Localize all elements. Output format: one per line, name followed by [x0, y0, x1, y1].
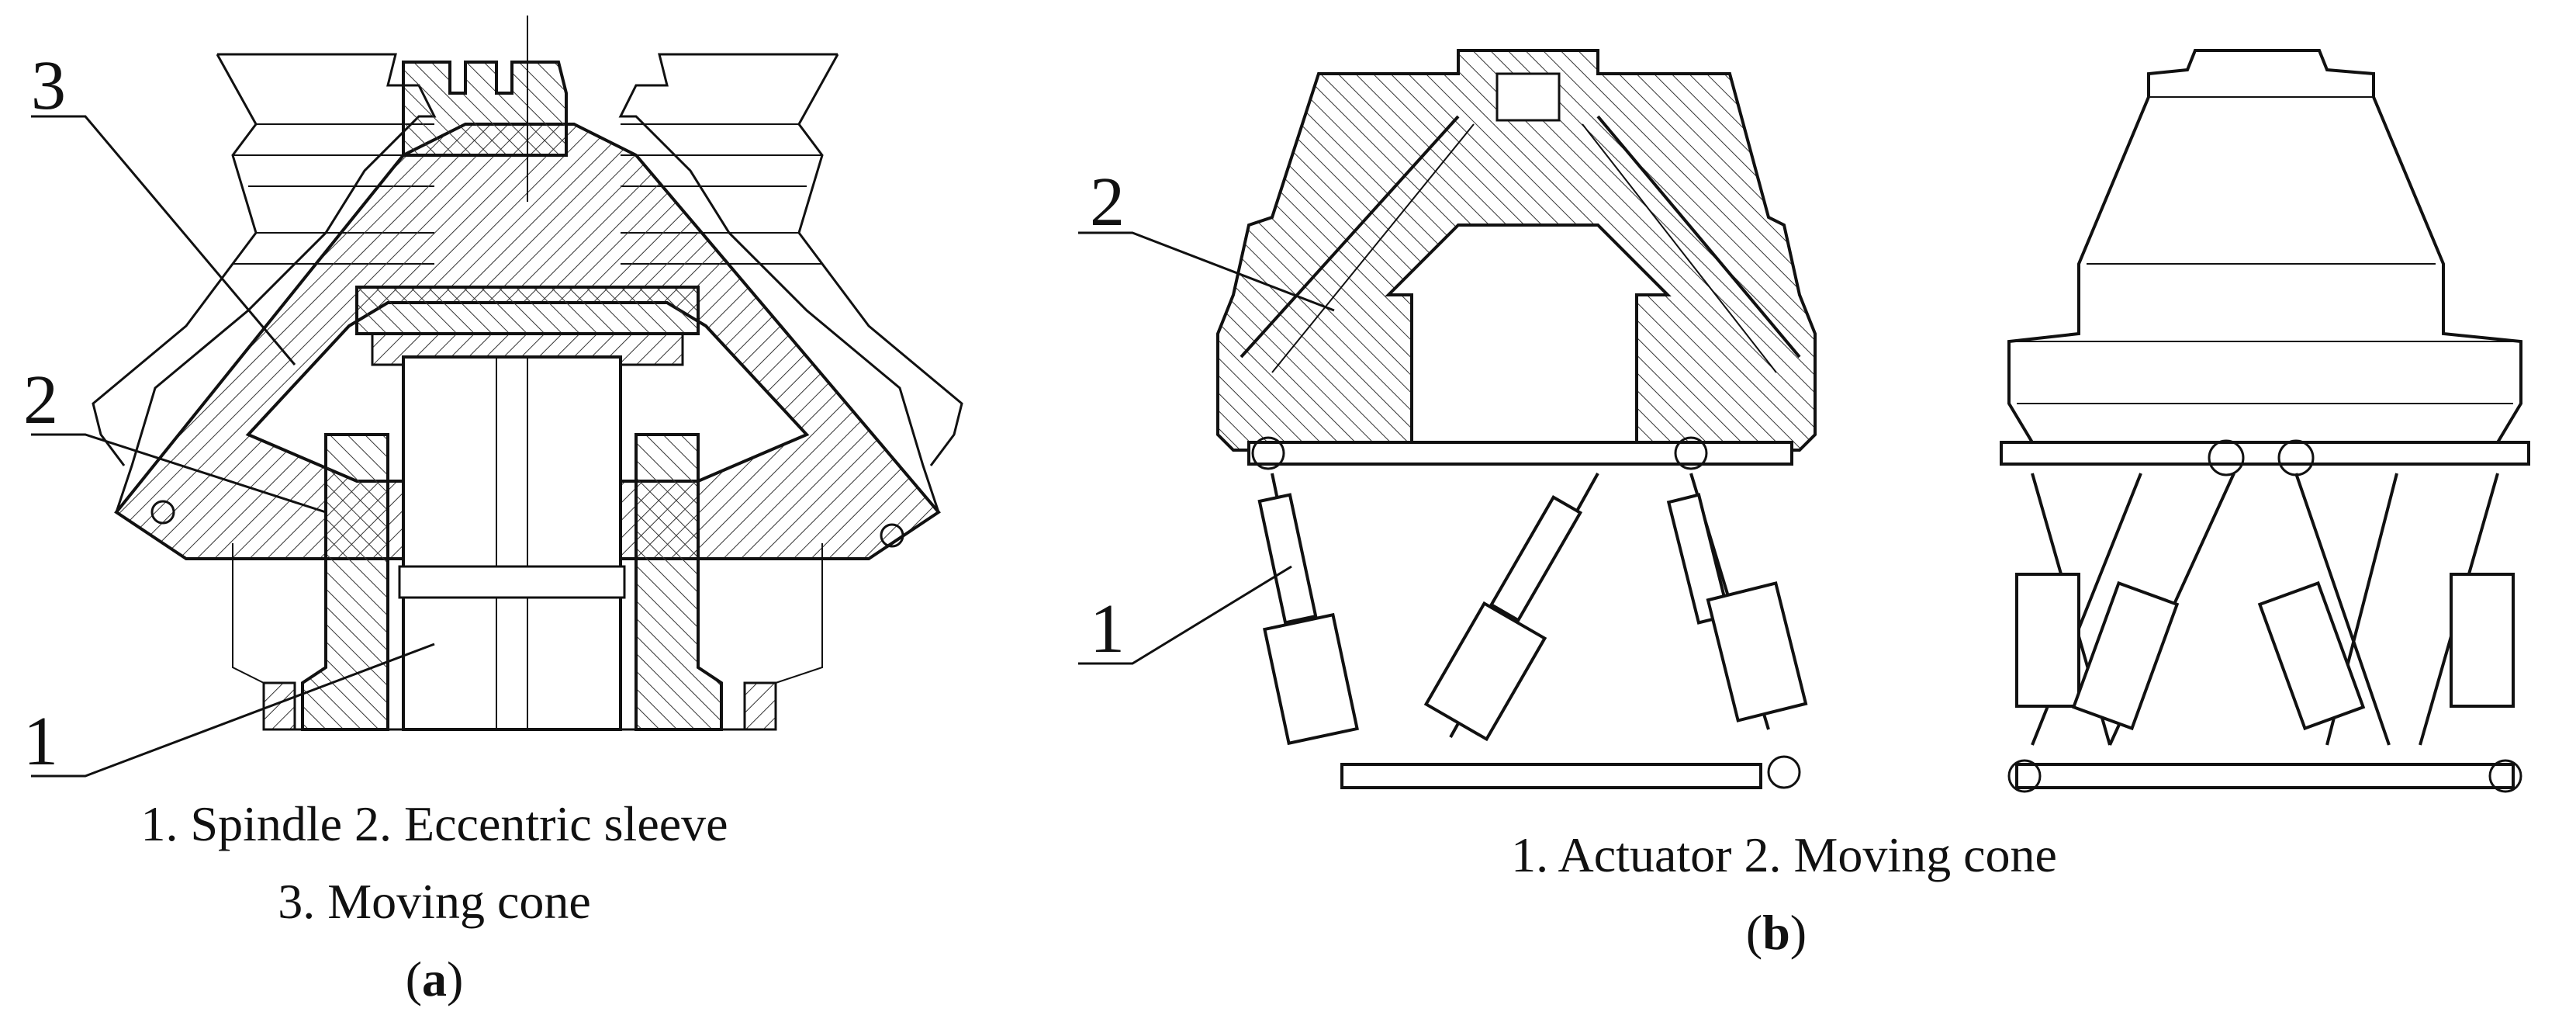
- panel-a-tag-close: ): [447, 951, 464, 1007]
- panel-b-tag-open: (: [1745, 905, 1763, 960]
- panel-a-drawing: 3 2 1: [23, 16, 963, 780]
- panel-a-tag-letter: a: [422, 951, 447, 1007]
- panel-b-caption-line1: 1. Actuator 2. Moving cone: [1511, 827, 2057, 882]
- panel-b-exterior-view: [2000, 49, 2530, 793]
- callout-1-label: 1: [23, 703, 58, 780]
- panel-b-section-view: 2 1: [1078, 49, 1817, 789]
- callout-b2-label: 2: [1090, 164, 1125, 241]
- actuator-3: [1666, 473, 1808, 730]
- actuator-1: [1257, 473, 1359, 746]
- callout-3-label: 3: [31, 47, 66, 124]
- callout-2-label: 2: [23, 362, 58, 438]
- panel-a-caption-line2: 3. Moving cone: [278, 874, 591, 929]
- panel-b-tag: (b): [1738, 908, 1815, 958]
- panel-a-caption-line1: 1. Spindle 2. Eccentric sleeve: [140, 796, 728, 851]
- actuator-2: [1423, 473, 1599, 742]
- panel-a-tag-open: (: [405, 951, 422, 1007]
- panel-b-tag-close: ): [1789, 905, 1807, 960]
- panel-b-tag-letter: b: [1762, 905, 1790, 960]
- panel-a-tag: (a): [396, 955, 473, 1004]
- callout-b1-label: 1: [1090, 591, 1125, 667]
- spindle-section: [402, 355, 622, 731]
